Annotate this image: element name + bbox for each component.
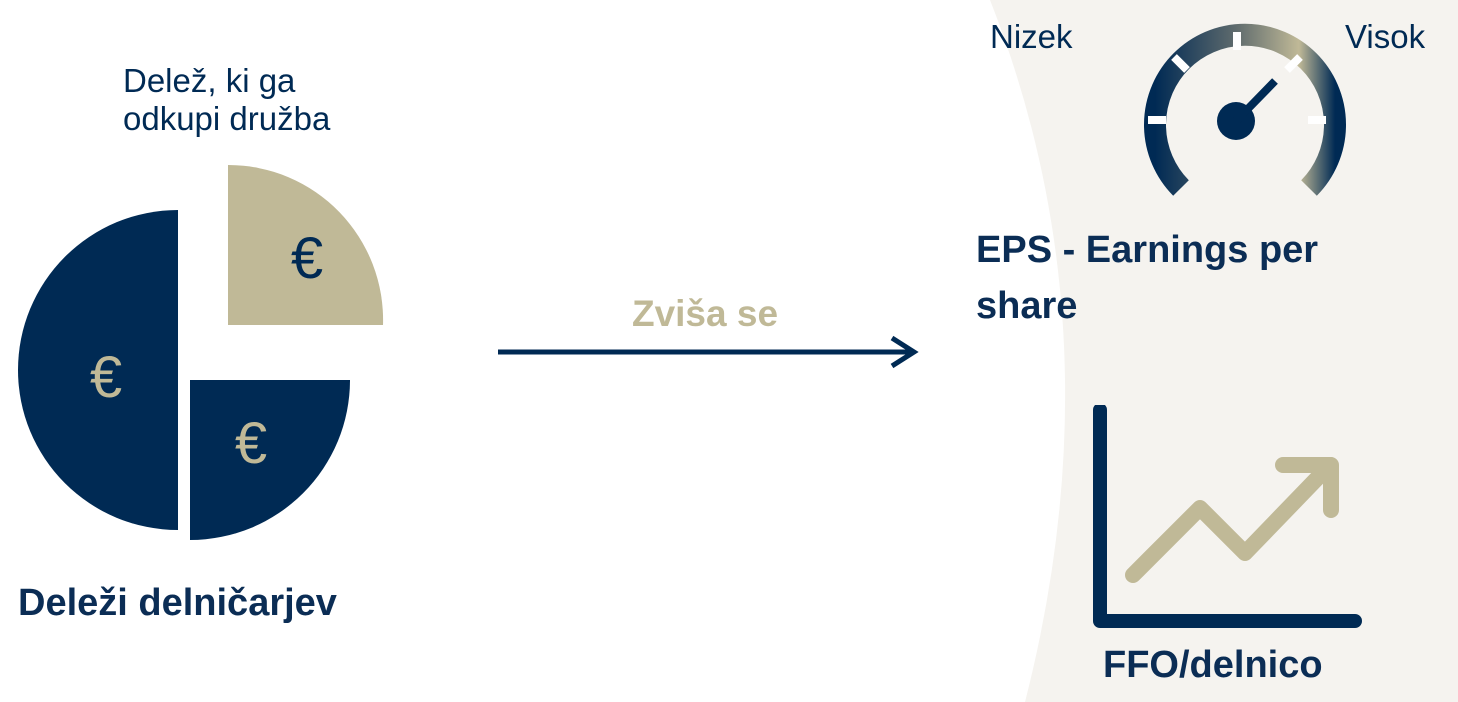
- euro-icon: €: [90, 345, 122, 410]
- speedometer-icon: [1144, 23, 1346, 196]
- gauge-high-label: Visok: [1345, 18, 1426, 55]
- repurchased-share-label: Delež, ki ga odkupi družba: [123, 62, 373, 138]
- gauge-low-label: Nizek: [990, 18, 1073, 55]
- repurchased-share-label-line1: Delež, ki ga: [123, 62, 296, 99]
- ffo-per-share-title: FFO/delnico: [1103, 644, 1323, 686]
- euro-icon: €: [291, 226, 323, 291]
- pie-half-left: [18, 210, 178, 530]
- euro-icon: €: [235, 411, 267, 476]
- increases-label: Zviša se: [631, 293, 779, 334]
- repurchased-share-label-line2: odkupi družba: [123, 100, 331, 137]
- increase-arrow-icon: [498, 335, 919, 369]
- pie-quarter-bottom: [190, 380, 350, 540]
- rising-chart-icon: [1093, 405, 1362, 628]
- shareholder-pie-diagram: € € €: [18, 164, 384, 540]
- pie-quarter-top-repurchased: [228, 164, 384, 325]
- eps-title: EPS - Earnings per share: [976, 229, 1319, 327]
- shareholder-shares-title: Deleži delničarjev: [18, 582, 337, 624]
